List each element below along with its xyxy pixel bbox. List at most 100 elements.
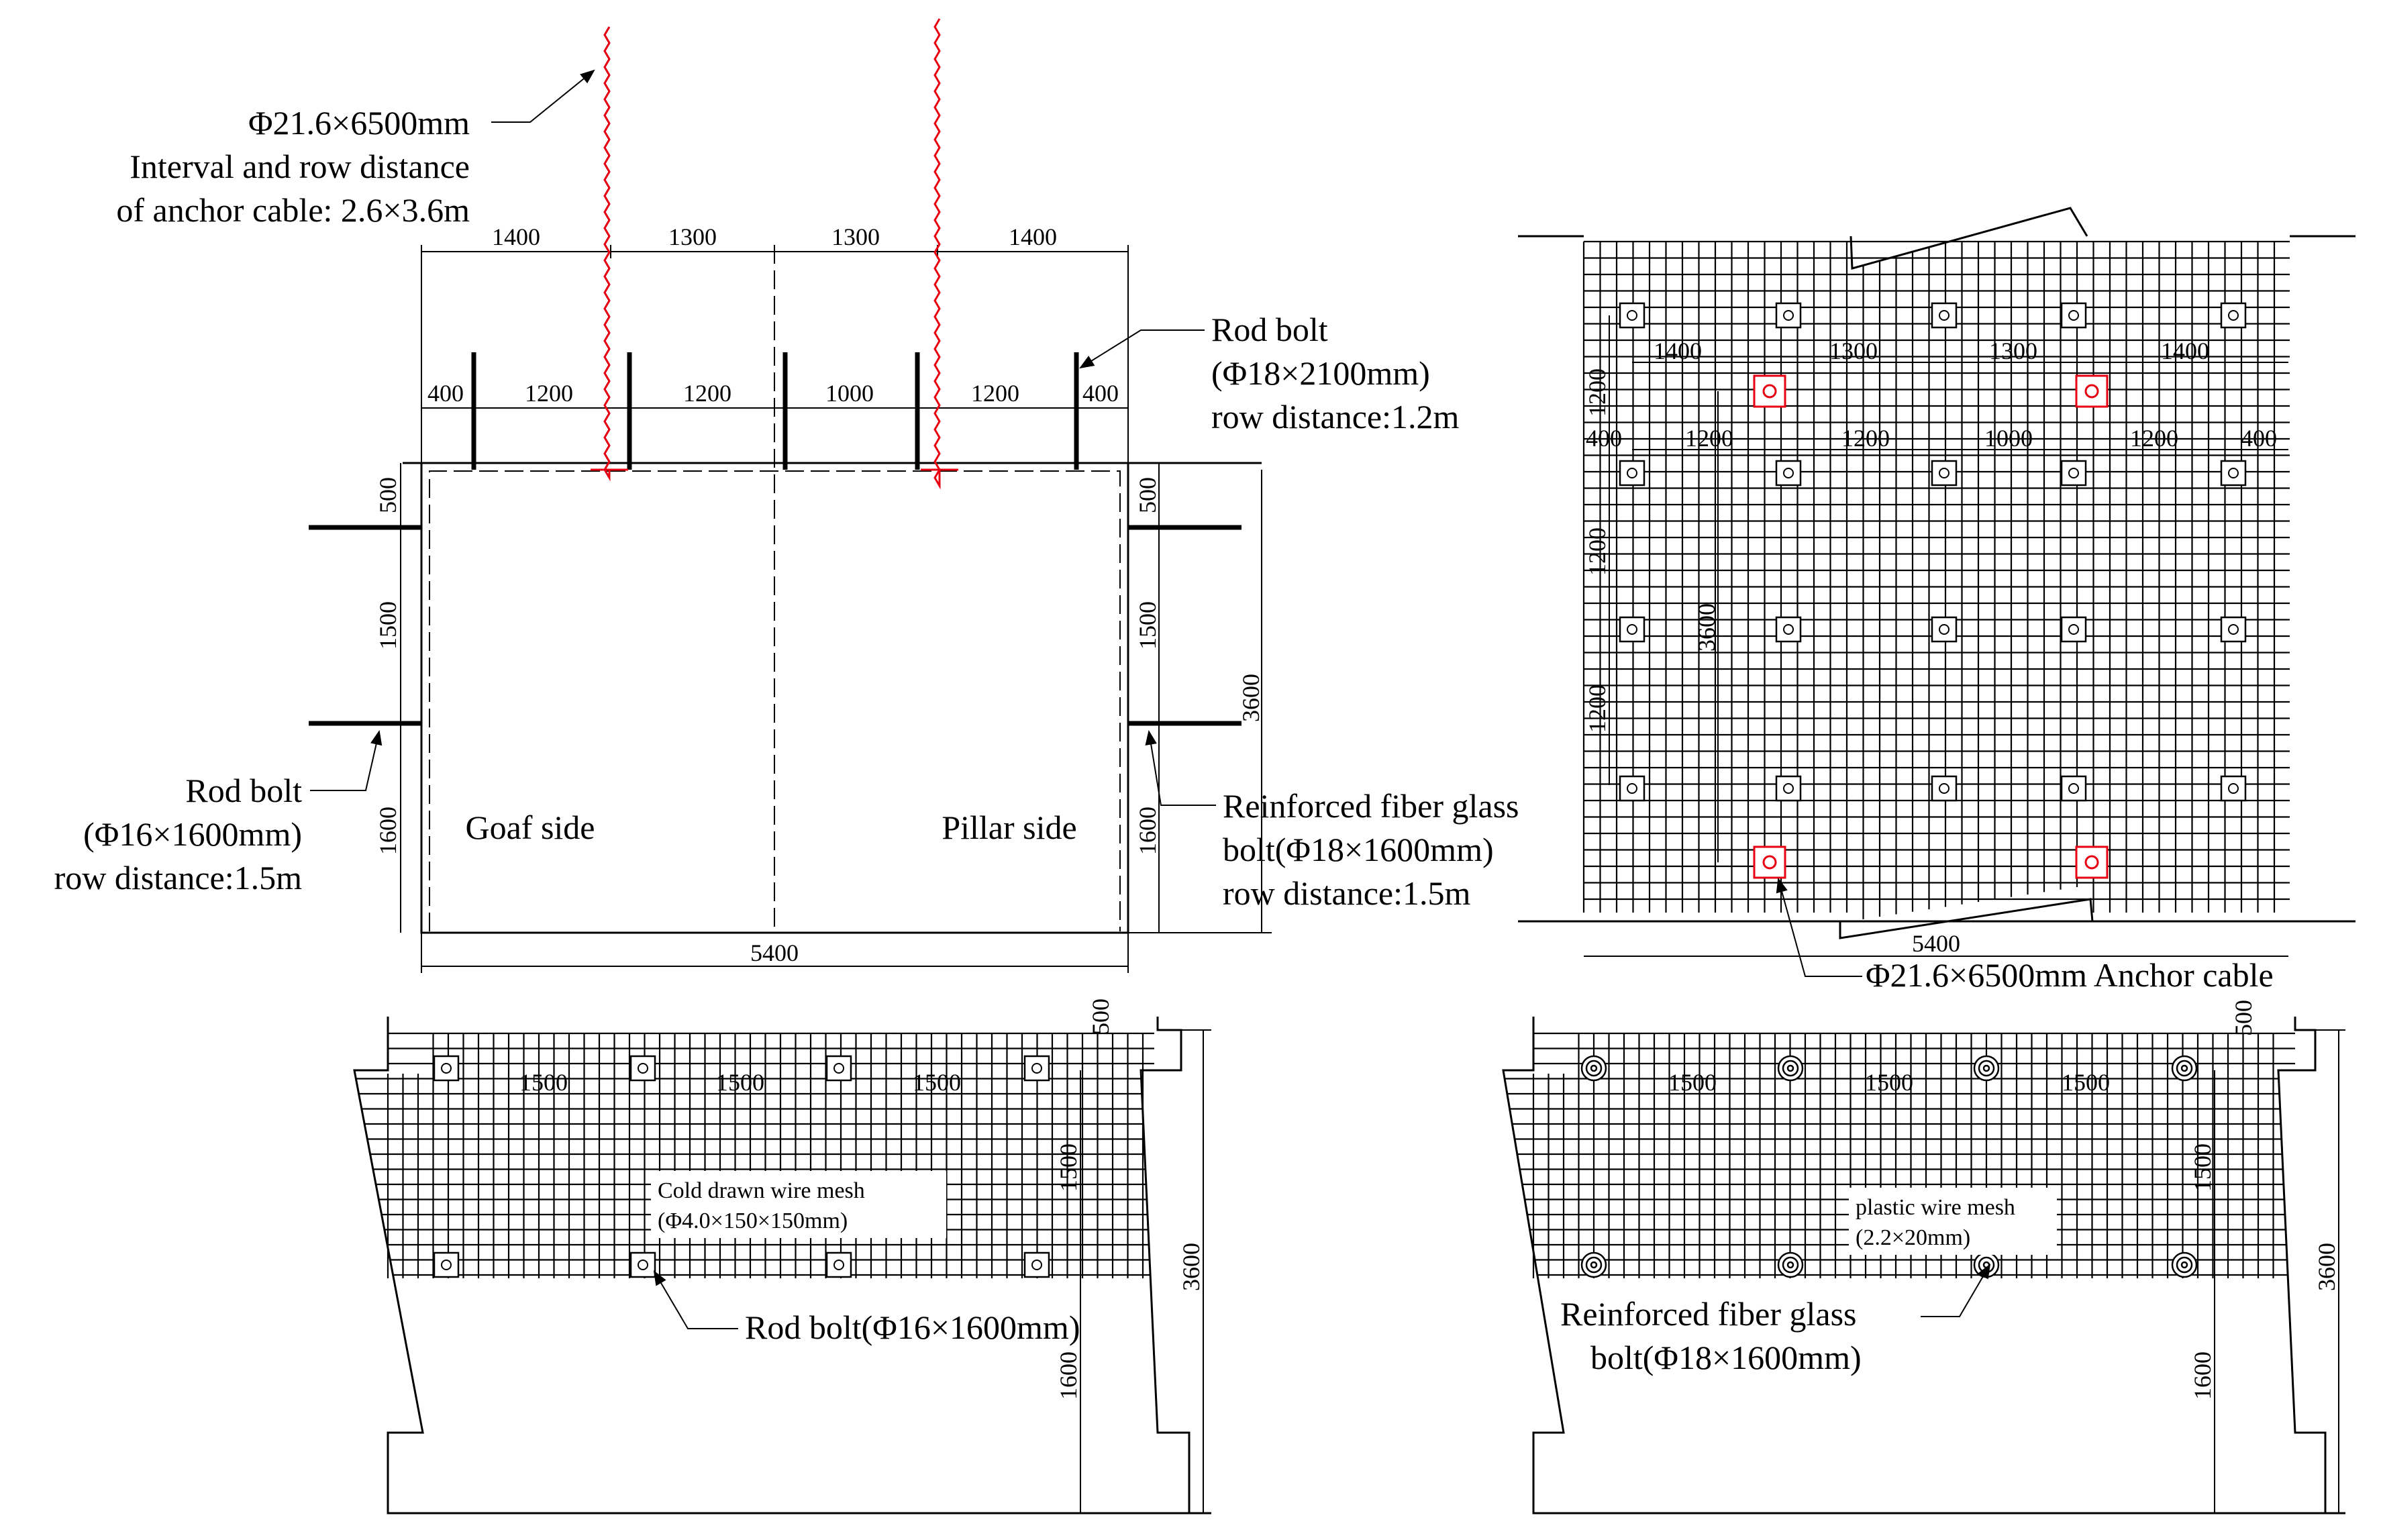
goaf-bolt-plates <box>433 1055 1050 1278</box>
roof-bolt-plate <box>1775 616 1802 643</box>
roof-dim-400-right: 400 <box>2241 425 2277 452</box>
roof-bolt-plates <box>1619 302 2247 802</box>
goaf-top-dim: 500 <box>1087 998 1114 1035</box>
goaf-mesh-note-line1: Cold drawn wire mesh <box>658 1178 865 1203</box>
goaf-bolt-note: Rod bolt(Φ16×1600mm) <box>745 1308 1080 1346</box>
pillar-mesh-note-bg <box>1849 1188 2057 1255</box>
roof-bolt-plate <box>2220 460 2247 486</box>
roof-dim-400-left: 400 <box>1586 425 1622 452</box>
left-bolt-leader <box>310 729 383 791</box>
pillar-bolt-note-line2: bolt(Φ18×1600mm) <box>1590 1339 1862 1376</box>
goaf-mesh-note-bg <box>651 1171 946 1238</box>
roof-width-dim: 5400 <box>1912 930 1960 957</box>
goaf-mid-dim: 1500 <box>1055 1143 1082 1192</box>
pillar-spacing-1: 1500 <box>1668 1069 1717 1096</box>
pillar-side-label: Pillar side <box>942 809 1076 846</box>
right-bolt-note-line2: bolt(Φ18×1600mm) <box>1223 831 1494 868</box>
roof-bolt-plate <box>2060 616 2087 643</box>
pillar-mesh-note-line1: plastic wire mesh <box>1856 1195 2015 1220</box>
pillar-top-dim: 500 <box>2230 1000 2257 1036</box>
goaf-height-dim: 3600 <box>1178 1243 1205 1291</box>
roof-bolt-plate <box>2060 302 2087 329</box>
pillar-spacing-2: 1500 <box>1865 1069 1913 1096</box>
roof-top-dim-lines <box>1632 362 2288 450</box>
goaf-wall: 1500 1500 1500 500 1500 1600 3600 Cold d… <box>353 998 1211 1515</box>
pillar-bolt-note-line1: Reinforced fiber glass <box>1560 1295 1857 1333</box>
dim-1200-a: 1200 <box>525 380 573 407</box>
roof-bolt-note-line3: row distance:1.2m <box>1211 398 1459 435</box>
left-dims <box>393 463 409 933</box>
dim-400-left: 400 <box>427 380 464 407</box>
pillar-bolt-plate <box>2171 1251 2198 1278</box>
roof-anchor-note: Φ21.6×6500mm Anchor cable <box>1866 956 2274 994</box>
left-bolt-note-line3: row distance:1.5m <box>54 859 302 896</box>
pillar-bolt-plate <box>1580 1055 1607 1082</box>
roof-bolt-plate <box>2220 775 2247 802</box>
roof-bolt-plate <box>2060 460 2087 486</box>
right-bolt-note-line1: Reinforced fiber glass <box>1223 787 1519 825</box>
roof-bolt-plate <box>1931 302 1958 329</box>
left-bolt-note-line1: Rod bolt <box>185 772 302 809</box>
roof-bolt-plate <box>1931 616 1958 643</box>
pillar-mid-dim: 1500 <box>2189 1143 2216 1192</box>
dim-1300-left: 1300 <box>668 223 717 250</box>
goaf-bolt-plate <box>629 1055 656 1082</box>
right-dims <box>1128 463 1272 933</box>
dim-1200-b: 1200 <box>683 380 731 407</box>
roof-bolt-plate <box>1619 460 1645 486</box>
pillar-wall: 1500 1500 1500 500 1500 1600 3600 plasti… <box>1502 1000 2345 1515</box>
roof-plan: 1400 1300 1300 1400 400 1200 1200 1000 1… <box>1518 207 2355 994</box>
top-dim-lines <box>421 245 1129 463</box>
roof-dim-1400-right: 1400 <box>2161 338 2209 364</box>
anchor-note-line3: of anchor cable: 2.6×3.6m <box>116 191 470 229</box>
pillar-height-dim: 3600 <box>2313 1243 2340 1291</box>
pillar-bolt-plate <box>2171 1055 2198 1082</box>
goaf-bolt-plate <box>629 1251 656 1278</box>
width-dim-line <box>421 933 1129 973</box>
pillar-spacing-3: 1500 <box>2062 1069 2110 1096</box>
pillar-bolt-plate <box>1973 1055 2000 1082</box>
right-dim-1600: 1600 <box>1134 807 1161 855</box>
pillar-wall-outline <box>1502 1017 2345 1515</box>
roof-row-dim-2: 1200 <box>1584 527 1611 576</box>
roof-bolt-plate <box>1619 302 1645 329</box>
roof-row-dim-lines <box>1609 315 1719 862</box>
pillar-bolt-leader <box>1921 1264 1991 1317</box>
pillar-mesh-note-line2: (2.2×20mm) <box>1856 1225 1970 1250</box>
roof-mesh <box>1582 240 2290 919</box>
anchor-note-line1: Φ21.6×6500mm <box>248 104 470 142</box>
goaf-bolt-plate <box>825 1055 852 1082</box>
goaf-bolt-plate <box>825 1251 852 1278</box>
pillar-bolt-plate <box>1973 1251 2000 1278</box>
roof-bolt-plate <box>1931 775 1958 802</box>
dim-1200-c: 1200 <box>971 380 1019 407</box>
roof-dim-1300-right: 1300 <box>1989 338 2037 364</box>
right-dim-500: 500 <box>1134 477 1161 513</box>
roof-anchor-leader <box>1776 877 1862 977</box>
pillar-bolt-plate <box>1777 1055 1804 1082</box>
anchor-note-leader <box>491 69 595 123</box>
goaf-bottom-dim: 1600 <box>1055 1351 1082 1400</box>
right-bolt-leader <box>1145 729 1216 806</box>
roof-break-bottom <box>1839 898 2094 939</box>
dim-1400-left: 1400 <box>492 223 540 250</box>
goaf-mesh <box>356 1032 1154 1278</box>
roof-bolt-plate <box>1775 775 1802 802</box>
pillar-bottom-dim: 1600 <box>2189 1351 2216 1400</box>
goaf-spacing-1: 1500 <box>519 1069 568 1096</box>
left-dim-1500: 1500 <box>374 601 401 650</box>
roof-anchor-plates <box>1753 374 2109 879</box>
pillar-mesh <box>1505 1032 2295 1278</box>
right-bolt-note-line3: row distance:1.5m <box>1223 874 1470 912</box>
dim-400-right: 400 <box>1082 380 1119 407</box>
dim-1400-right: 1400 <box>1009 223 1057 250</box>
pillar-bolt-plate <box>1777 1251 1804 1278</box>
roof-dim-1200-b: 1200 <box>1841 425 1890 452</box>
roof-break-top <box>1850 207 2088 270</box>
left-dim-1600: 1600 <box>374 807 401 855</box>
roof-dim-1000: 1000 <box>1984 425 2033 452</box>
goaf-mesh-note-line2: (Φ4.0×150×150mm) <box>658 1209 848 1233</box>
roof-bolt-plate <box>2220 616 2247 643</box>
roof-row-dim-1: 1200 <box>1584 368 1611 417</box>
goaf-side-label: Goaf side <box>466 809 595 846</box>
